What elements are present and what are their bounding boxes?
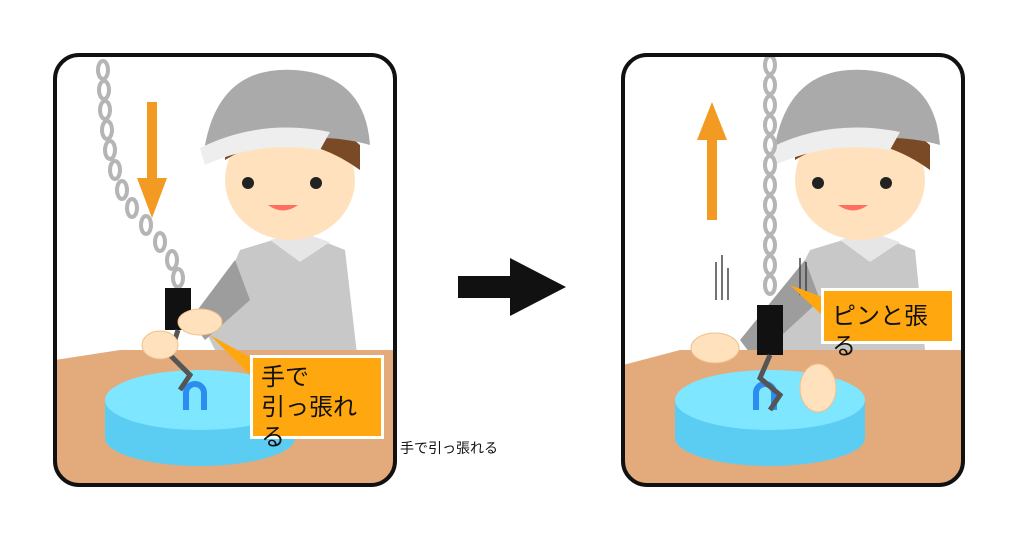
- right-panel-frame: [621, 53, 965, 487]
- callout-left: 手で 引っ張れる: [250, 355, 384, 451]
- worker-head: [200, 69, 370, 240]
- arrow-right-icon: [458, 258, 566, 316]
- right-panel: [623, 55, 963, 485]
- callout-left-line1: 手で: [400, 441, 428, 457]
- arrow-up-icon: [697, 102, 727, 220]
- callout-left-text: 手で 引っ張れる: [261, 363, 357, 451]
- callout-right-text: ピンと張る: [832, 302, 928, 360]
- callout-right: ピンと張る: [821, 288, 955, 360]
- left-panel-frame: [53, 53, 397, 487]
- hoist-block: [757, 305, 783, 355]
- magnet: [105, 370, 295, 466]
- arrow-down-icon: [137, 102, 167, 218]
- callout-left-lines: 手で引っ張れる: [400, 440, 498, 458]
- callout-left-line2: 引っ張れる: [428, 441, 498, 457]
- worker-body: [205, 232, 360, 380]
- worker-head: [770, 69, 940, 240]
- hook: [756, 354, 784, 412]
